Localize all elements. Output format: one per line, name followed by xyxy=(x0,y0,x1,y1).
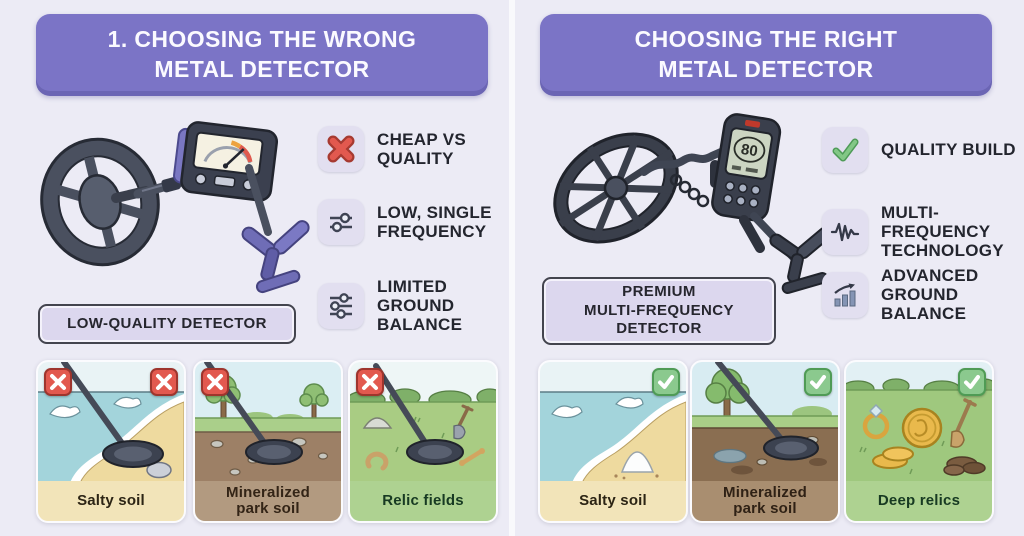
cross-badge xyxy=(44,368,72,396)
panel-caption: Salty soil xyxy=(38,481,184,521)
panel-caption: Salty soil xyxy=(540,481,686,521)
park-soil-scene xyxy=(195,362,341,483)
check-icon xyxy=(822,127,868,173)
check-badge xyxy=(804,368,832,396)
wrong-header: 1. CHOOSING THE WRONG METAL DETECTOR xyxy=(36,14,488,96)
low-quality-detector-badge: LOW-QUALITY DETECTOR xyxy=(38,304,296,344)
relic-field-scene xyxy=(350,362,496,483)
right-column: CHOOSING THE RIGHT METAL DETECTOR xyxy=(512,0,1024,536)
check-badge xyxy=(652,368,680,396)
panel-caption: Relic fields xyxy=(350,481,496,521)
panel-mineralized-right: Mineralized park soil xyxy=(690,360,840,523)
cross-badge xyxy=(150,368,178,396)
growth-chart-icon xyxy=(822,271,868,318)
column-divider xyxy=(509,0,515,536)
panel-caption: Deep relics xyxy=(846,481,992,521)
premium-detector-badge: PREMIUM MULTI-FREQUENCY DETECTOR xyxy=(542,277,776,345)
low-quality-detector-illustration xyxy=(40,121,310,294)
feature-cheap-vs-quality: CHEAP VS QUALITY xyxy=(318,126,510,172)
cross-badge xyxy=(201,368,229,396)
feature-limited-ground-balance: LIMITED GROUND BALANCE xyxy=(318,277,510,335)
panel-relic-fields-wrong: Relic fields xyxy=(348,360,498,523)
feature-advanced-ground-balance: ADVANCED GROUND BALANCE xyxy=(822,266,1022,324)
panel-mineralized-wrong: Mineralized park soil xyxy=(193,360,343,523)
panel-caption: Mineralized park soil xyxy=(692,481,838,521)
premium-detector-illustration: 80 xyxy=(553,113,832,294)
feature-label: CHEAP VS QUALITY xyxy=(377,129,467,168)
panel-salty-soil-right: Salty soil xyxy=(538,360,688,523)
feature-label: LIMITED GROUND BALANCE xyxy=(377,277,463,335)
panel-deep-relics: Deep relics xyxy=(844,360,994,523)
sliders-three-icon xyxy=(318,282,364,329)
feature-quality-build: QUALITY BUILD xyxy=(822,127,1022,173)
feature-label: QUALITY BUILD xyxy=(881,140,1016,160)
waveform-icon xyxy=(822,208,868,255)
feature-label: MULTI-FREQUENCY TECHNOLOGY xyxy=(881,203,1004,261)
feature-label: ADVANCED GROUND BALANCE xyxy=(881,266,979,324)
panel-caption: Mineralized park soil xyxy=(195,481,341,521)
check-badge xyxy=(958,368,986,396)
sliders-two-icon xyxy=(318,199,364,245)
feature-label: LOW, SINGLE FREQUENCY xyxy=(377,202,492,241)
beach-with-salt-pile-scene xyxy=(540,362,686,483)
wrong-column: 1. CHOOSING THE WRONG METAL DETECTOR xyxy=(36,14,510,523)
feature-low-single-frequency: LOW, SINGLE FREQUENCY xyxy=(318,199,510,245)
cross-icon xyxy=(318,126,364,172)
cross-badge xyxy=(356,368,384,396)
park-soil-scene xyxy=(692,362,838,483)
feature-multi-frequency: MULTI-FREQUENCY TECHNOLOGY xyxy=(822,203,1022,261)
right-header: CHOOSING THE RIGHT METAL DETECTOR xyxy=(540,14,992,96)
panel-salty-soil-wrong: Salty soil xyxy=(36,360,186,523)
detector-display-value: 80 xyxy=(740,141,759,160)
